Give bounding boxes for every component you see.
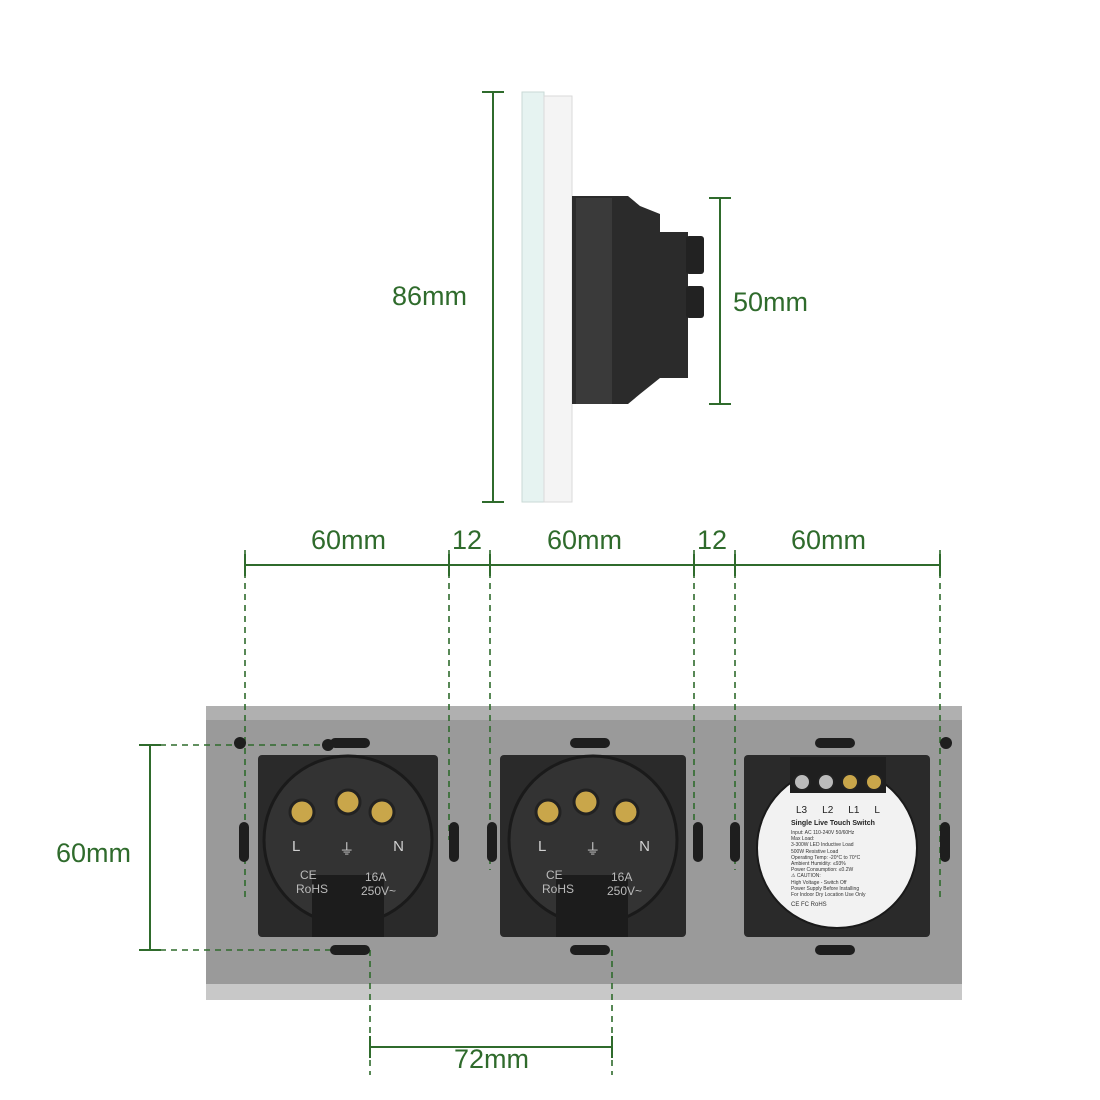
terminal-label: L1 (848, 805, 860, 816)
glass-plate-back (543, 95, 573, 503)
label-width-2: 60mm (547, 525, 623, 555)
width-dimensions (244, 554, 941, 576)
spec-line: ⚠ CAUTION: (791, 873, 821, 880)
module-tab-bottom (686, 286, 704, 318)
spec-line: Max Load: (791, 836, 815, 843)
terminal-screw (793, 773, 811, 791)
terminal-screw (534, 798, 562, 826)
terminal-label: ⏚ (339, 841, 355, 858)
terminal-label: L (874, 805, 880, 816)
terminal-screw (288, 798, 316, 826)
spec-line: 500W Resistive Load (791, 848, 839, 855)
mounting-holes (234, 737, 952, 955)
spec-line: Operating Temp: -20°C to 70°C (791, 854, 861, 861)
dimension-50mm (709, 197, 731, 405)
terminal-label: L (538, 838, 547, 855)
mount-slot (449, 822, 459, 862)
spec-line: Ambient Humidity: ≤93% (791, 861, 846, 868)
label-width-3: 60mm (791, 525, 867, 555)
socket2-ce-mark: CE (546, 868, 563, 882)
terminal-screw (572, 788, 600, 816)
mount-slot (730, 822, 740, 862)
mount-slot (940, 822, 950, 862)
dimension-86mm (482, 91, 504, 503)
module-cap (576, 198, 612, 404)
mount-hole (940, 737, 952, 749)
plate-bottom-lip (206, 984, 962, 1000)
spec-line: 3-300W LED Inductive Load (791, 842, 854, 849)
terminal-screw (865, 773, 883, 791)
socket2-terminal-labels: L ⏚ N (538, 838, 650, 859)
label-gap-2: 12 (697, 525, 728, 555)
socket2-rohs: RoHS (542, 882, 575, 896)
terminal-label: N (393, 838, 404, 855)
glass-plate-front (521, 91, 545, 503)
socket1-rohs: RoHS (296, 882, 329, 896)
mount-hole (234, 737, 246, 749)
terminal-screw (817, 773, 835, 791)
module-tab-top (686, 236, 704, 274)
label-50mm: 50mm (733, 287, 809, 317)
mount-slot (330, 738, 370, 748)
socket1-ce-mark: CE (300, 868, 317, 882)
switch-specs: Input: AC 110-240V 50/60Hz Max Load: 3-3… (791, 830, 891, 898)
dimension-height-60mm (139, 744, 161, 951)
label-height-60mm: 60mm (56, 838, 132, 868)
mount-slot (239, 822, 249, 862)
terminal-label: L2 (822, 805, 834, 816)
socket-module-1 (258, 754, 438, 937)
label-width-1: 60mm (311, 525, 387, 555)
terminal-screw (841, 773, 859, 791)
terminal-label: L (292, 838, 301, 855)
socket1-voltage: 250V~ (361, 884, 397, 898)
terminal-label: L3 (796, 805, 808, 816)
terminal-screw (368, 798, 396, 826)
spec-line: High Voltage - Switch Off (791, 879, 847, 886)
switch-module (744, 755, 930, 937)
switch-terminal-labels: L3 L2 L1 L (796, 805, 880, 816)
spec-line: For Indoor Dry Location Use Only (791, 892, 866, 899)
terminal-screw (612, 798, 640, 826)
switch-title: Single Live Touch Switch (791, 820, 875, 827)
socket2-rating: 16A (611, 870, 633, 884)
switch-cert-marks: CE FC RoHS (791, 902, 827, 908)
spec-line: Power Consumption: ≤0.2W (791, 867, 854, 874)
socket1-rating: 16A (365, 870, 387, 884)
mount-slot (487, 822, 497, 862)
terminal-screw (334, 788, 362, 816)
socket1-terminal-labels: L ⏚ N (292, 838, 404, 859)
mount-slot (330, 945, 370, 955)
socket2-voltage: 250V~ (607, 884, 643, 898)
socket-module-2 (500, 754, 686, 937)
plate-top-edge (206, 706, 962, 720)
mount-slot (815, 738, 855, 748)
label-86mm: 86mm (392, 281, 468, 311)
mount-slot (693, 822, 703, 862)
mount-slot (570, 945, 610, 955)
spec-line: Power Supply Before Installing (791, 885, 860, 892)
label-gap-1: 12 (452, 525, 483, 555)
terminal-label: N (639, 838, 650, 855)
spec-line: Input: AC 110-240V 50/60Hz (791, 830, 855, 836)
label-72mm: 72mm (454, 1044, 530, 1074)
terminal-label: ⏚ (585, 841, 601, 858)
mount-slot (570, 738, 610, 748)
dimension-72mm (369, 1036, 613, 1058)
mount-slot (815, 945, 855, 955)
